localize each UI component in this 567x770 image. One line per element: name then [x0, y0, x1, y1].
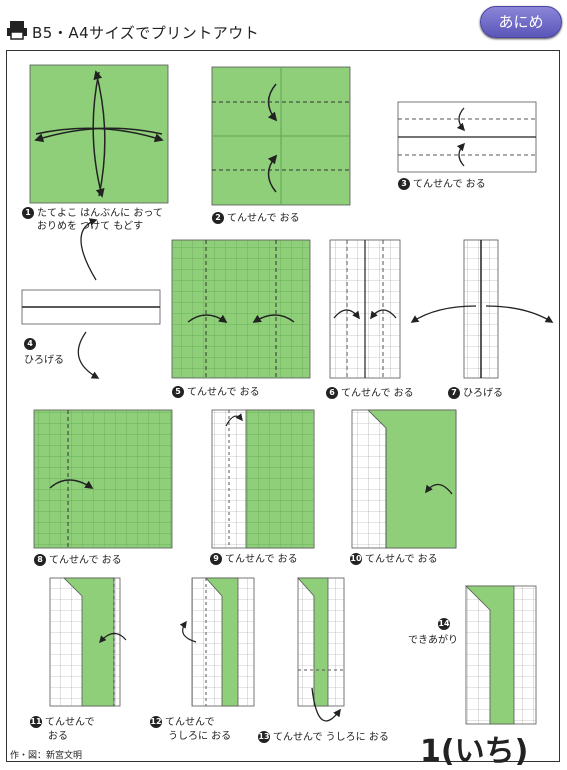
step-14-text: できあがり: [408, 635, 458, 646]
printer-icon: [7, 21, 27, 40]
step-4-label: 4: [24, 338, 39, 351]
step-14-diagram: [465, 585, 537, 725]
step-3-diagram: [397, 101, 537, 173]
step-1-label-line2: おりめを つけて もどす: [37, 221, 144, 232]
step-8-diagram: [33, 409, 173, 549]
page-title: B5・A4サイズでプリントアウト: [32, 24, 260, 42]
step-10-diagram: [351, 409, 457, 549]
step-5-diagram: [171, 239, 311, 379]
step-4-text: ひろげる: [24, 355, 64, 366]
anime-badge-button[interactable]: あにめ: [480, 6, 562, 38]
step-11-diagram: [49, 577, 127, 707]
step-9-diagram: [211, 409, 315, 549]
step-12-diagram: [179, 577, 255, 707]
step-11-label-line2: おる: [48, 731, 68, 742]
step-1-diagram: [29, 64, 169, 204]
step-12-label-line2: うしろに おる: [168, 731, 232, 742]
step-6-diagram: [329, 239, 401, 379]
author-credit: 作・図：新宮文明: [10, 751, 83, 761]
instruction-frame: [6, 50, 560, 762]
page-number: 1(いち): [420, 734, 529, 769]
step-4-diagram: [21, 218, 161, 379]
step-2-diagram: [211, 66, 351, 206]
step-7-diagram: [410, 239, 554, 379]
step-14-label: 14: [438, 618, 450, 630]
origami-diagrams: [21, 64, 554, 725]
step-13-diagram: [297, 577, 345, 722]
